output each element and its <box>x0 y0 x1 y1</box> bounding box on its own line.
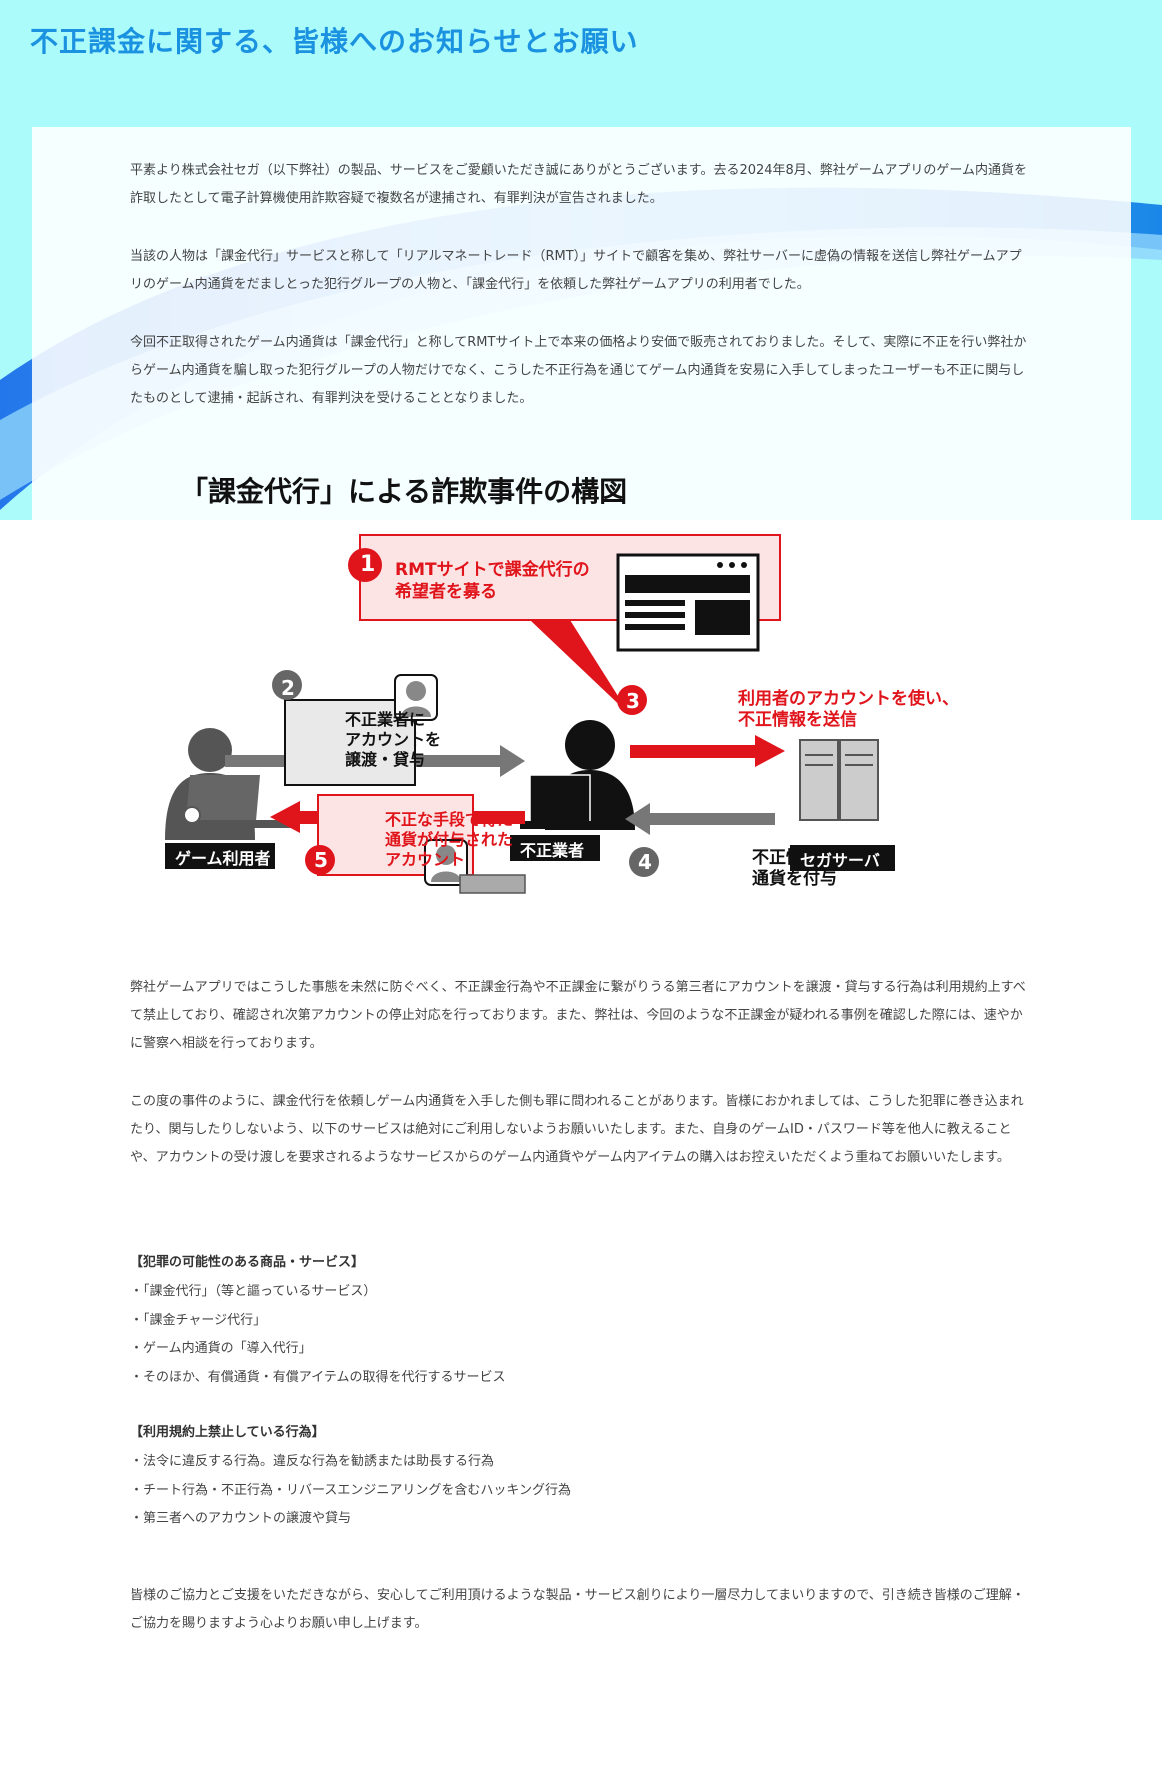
step3-num: 3 <box>626 689 640 713</box>
fraudster-head <box>565 720 615 770</box>
step5-num: 5 <box>314 848 328 872</box>
content-card <box>32 127 1131 1747</box>
step3-badge <box>617 685 647 715</box>
step2-text-3: 譲渡・貸与 <box>345 750 426 769</box>
step1-badge <box>348 548 382 582</box>
list-item: ・法令に違反する行為。違反な行為を勧誘または助長する行為 <box>130 1454 495 1469</box>
intro-paragraph-2: 当該の人物は「課金代行」サービスと称して「リアルマネートレード（RMT）」サイト… <box>130 249 1022 292</box>
step1-num: 1 <box>360 552 376 577</box>
step2-text-1: 不正業者に <box>345 710 426 729</box>
step4-text-1: 不正情報に基づき <box>752 848 888 868</box>
page-title: 不正課金に関する、皆様へのお知らせとお願い <box>30 25 639 58</box>
step5-text-3: アカウント <box>385 850 466 869</box>
list-item: ・そのほか、有償通貨・有償アイテムの取得を代行するサービス <box>130 1369 506 1385</box>
step4-text-2: 通貨を付与 <box>752 869 837 889</box>
actor-user-label: ゲーム利用者 <box>175 849 271 868</box>
server-icon <box>799 739 839 821</box>
step4-num: 4 <box>638 850 652 874</box>
intro-paragraph-1: 平素より株式会社セガ（以下弊社）の製品、サービスをご愛顧いただき誠にありがとうご… <box>130 163 1028 206</box>
diagram-title: 「課金代行」による詐欺事件の構図 <box>180 475 628 508</box>
body-paragraph-1: 弊社ゲームアプリではこうした事態を未然に防ぐべく、不正課金行為や不正課金に繋がり… <box>130 980 1026 1051</box>
actor-server-label: セガサーバ <box>800 851 880 870</box>
step2-num: 2 <box>281 676 295 700</box>
list-item: ・ゲーム内通貨の「導入代行」 <box>130 1341 312 1356</box>
step3-text-2: 不正情報を送信 <box>738 710 857 730</box>
crime-section-heading: 【犯罪の可能性のある商品・サービス】 <box>130 1255 365 1270</box>
step5-text-1: 不正な手段で得た <box>385 810 514 829</box>
crime-list: ・「課金代行」（等と謳っているサービス） ・「課金チャージ代行」 ・ゲーム内通貨… <box>130 1278 505 1392</box>
fraud-structure-diagram <box>165 534 895 894</box>
step4-badge <box>629 847 659 877</box>
body-paragraph-2: この度の事件のように、課金代行を依頼しゲーム内通貨を入手した側も罪に問われること… <box>130 1094 1024 1165</box>
step3-text-1: 利用者のアカウントを使い、 <box>738 689 959 709</box>
step1-text-1: RMTサイトで課金代行の <box>395 560 590 580</box>
closing-paragraph: 皆様のご協力とご支援をいただきながら、安心してご利用頂けるような製品・サービス創… <box>130 1588 1025 1631</box>
list-item: ・チート行為・不正行為・リバースエンジニアリングを含むハッキング行為 <box>130 1482 571 1498</box>
step1-text-2: 希望者を募る <box>395 582 497 602</box>
list-item: ・第三者へのアカウントの譲渡や貸与 <box>130 1511 352 1526</box>
user-head <box>188 728 232 772</box>
list-item: ・「課金チャージ代行」 <box>130 1312 267 1328</box>
list-item: ・「課金代行」（等と謳っているサービス） <box>130 1284 377 1299</box>
intro-paragraph-3: 今回不正取得されたゲーム内通貨は「課金代行」と称してRMTサイト上で本来の価格よ… <box>130 335 1027 406</box>
actor-fraudster-label: 不正業者 <box>520 841 585 860</box>
step2-text-2: アカウントを <box>345 730 442 749</box>
step1-pointer <box>530 620 630 715</box>
step5-badge <box>305 845 335 875</box>
prohibited-list: ・法令に違反する行為。違反な行為を勧誘または助長する行為 ・チート行為・不正行為… <box>130 1448 571 1534</box>
step2-badge <box>272 670 302 700</box>
step2-box <box>284 699 416 786</box>
step5-text-2: 通貨が付与された <box>385 830 514 849</box>
prohibited-section-heading: 【利用規約上禁止している行為】 <box>130 1425 325 1440</box>
user-laptop <box>186 775 261 820</box>
fraudster-laptop <box>529 774 591 824</box>
